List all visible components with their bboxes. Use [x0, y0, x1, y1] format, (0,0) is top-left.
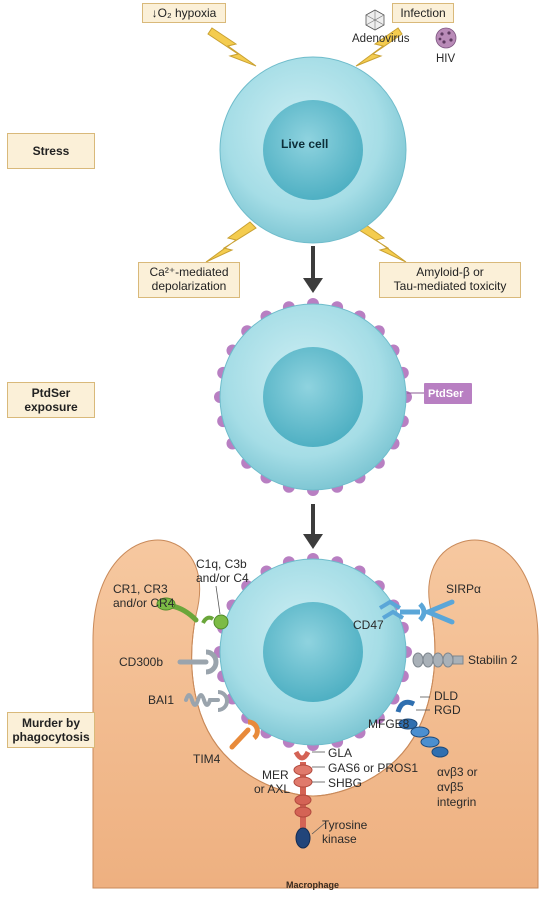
infection-box: Infection: [392, 3, 454, 23]
stage-murder-line2: phagocytosis: [12, 730, 90, 744]
cd300b-receptor-icon: [177, 649, 219, 675]
arrow-down-2: [303, 504, 323, 549]
complement-receptor-icon: [156, 597, 229, 630]
label-leaders: [215, 585, 430, 835]
ptdser-tag: [424, 383, 472, 404]
rgd-label: RGD: [434, 703, 461, 717]
adenovirus-label: Adenovirus: [352, 33, 410, 45]
stage-exposure-line1: PtdSer: [31, 386, 71, 400]
stage-stress: Stress: [7, 133, 95, 169]
mer-label-line2: or AXL: [254, 782, 291, 796]
apoptotic-cell-nucleus: [263, 602, 363, 702]
stabilin-label: Stabilin 2: [468, 653, 518, 667]
stage-murder-line1: Murder by: [21, 716, 80, 730]
ptdser-tag-label: PtdSer: [428, 388, 464, 400]
hypoxia-label: ↓O₂ hypoxia: [151, 6, 217, 20]
tyrosine-label-line1: Tyrosine: [322, 818, 368, 832]
tim4-receptor-icon: [229, 719, 260, 750]
tyrosine-kinase-icon: [295, 827, 311, 849]
stabilin-2-receptor-icon: [412, 652, 464, 668]
mer-label-line1: MER: [262, 768, 289, 782]
stage-stress-label: Stress: [32, 144, 70, 158]
amyloid-line1: Amyloid-β or: [416, 265, 484, 279]
lightning-bolt-hypoxia: [207, 27, 257, 67]
sirpa-label: SIRPα: [446, 582, 481, 596]
c1q-label-line2: and/or C4: [196, 571, 249, 585]
phagocytic-cup: [191, 614, 436, 797]
live-cell-nucleus: [263, 100, 363, 200]
infection-label: Infection: [400, 6, 446, 20]
calcium-line2: depolarization: [151, 279, 227, 293]
bai1-receptor-icon: [184, 690, 229, 712]
c1q-label-line1: C1q, C3b: [196, 557, 247, 571]
sirpa-cd47-icon: [378, 599, 455, 625]
cd300b-label: CD300b: [119, 655, 164, 669]
gla-label: GLA: [328, 746, 353, 760]
lightning-bolt-amyloid: [355, 221, 407, 263]
mfge8-label: MFGE8: [368, 717, 410, 731]
macrophage-label: Macrophage: [286, 880, 340, 890]
dld-label: DLD: [434, 689, 459, 703]
lightning-bolt-infection: [355, 27, 403, 67]
integrin-label-line1: αvβ3 or: [437, 765, 478, 779]
arrow-down-1: [303, 246, 323, 293]
live-cell-label: Live cell: [281, 137, 329, 151]
adenovirus-icon: [365, 9, 385, 31]
hypoxia-box: ↓O₂ hypoxia: [142, 3, 226, 23]
hiv-icon: [435, 27, 457, 49]
calcium-line1: Ca²⁺-mediated: [149, 265, 229, 279]
cr-label-line1: CR1, CR3: [113, 582, 168, 596]
cd47-label: CD47: [353, 618, 384, 632]
integrin-label-line2: αvβ5: [437, 780, 464, 794]
mer-axl-receptor-icon: [293, 750, 313, 849]
lightning-bolt-calcium: [205, 221, 257, 263]
tyrosine-label-line2: kinase: [322, 832, 357, 846]
exposed-cell-nucleus: [263, 347, 363, 447]
cr-label-line2: and/or CR4: [113, 596, 175, 610]
shbg-label: SHBG: [328, 776, 363, 790]
amyloid-line2: Tau-mediated toxicity: [393, 279, 507, 293]
gas6-label: GAS6 or PROS1: [328, 761, 419, 775]
bai1-label: BAI1: [148, 693, 175, 707]
mfge8-integrin-icon: [395, 699, 449, 758]
hiv-label: HIV: [436, 53, 456, 65]
integrin-label-line3: integrin: [437, 795, 477, 809]
tim4-label: TIM4: [193, 752, 221, 766]
stage-exposure-line2: exposure: [24, 400, 78, 414]
